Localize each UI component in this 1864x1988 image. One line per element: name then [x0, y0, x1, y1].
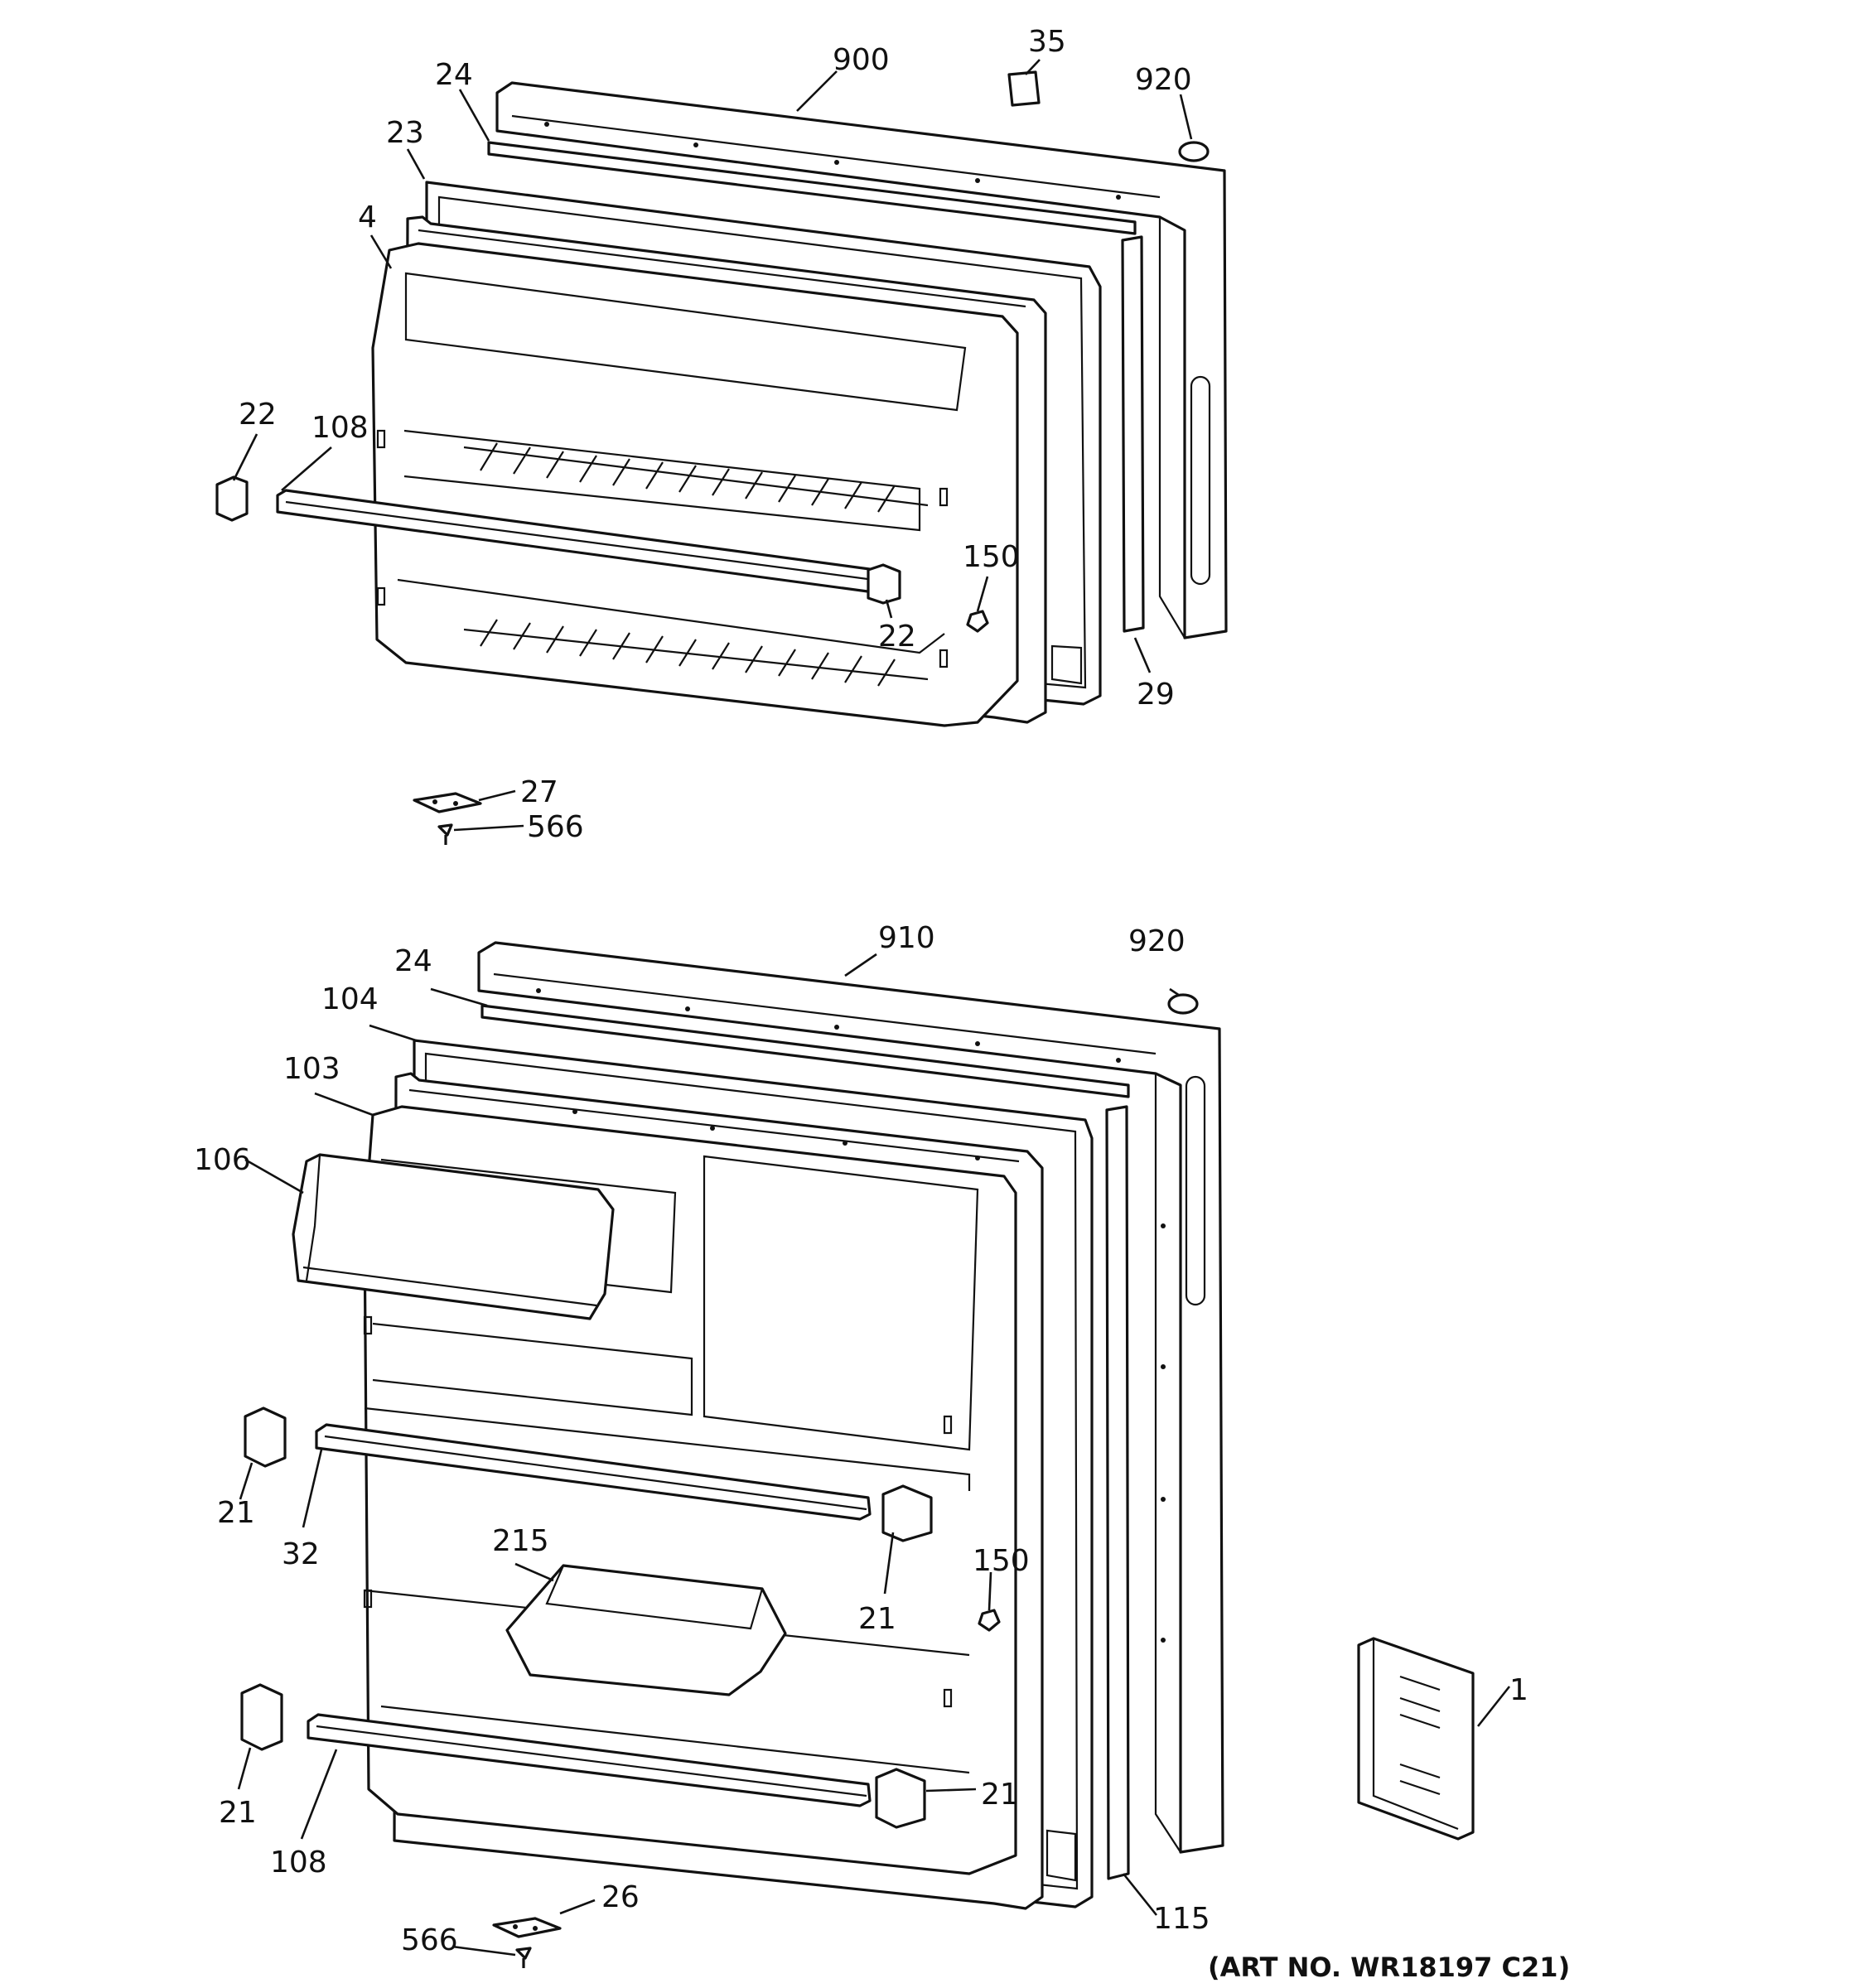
callout-22-left: 22 [239, 398, 277, 432]
callout-150-top: 150 [963, 540, 1020, 574]
callout-566-top: 566 [527, 810, 584, 844]
callout-215: 215 [492, 1524, 549, 1558]
bracket-22-right [867, 563, 901, 605]
screw-566 [437, 823, 453, 845]
callout-910: 910 [878, 921, 935, 955]
bottom-leader-lines [237, 953, 1511, 1957]
callout-27: 27 [520, 775, 558, 809]
small-square-part-35 [1007, 70, 1041, 107]
fresh-food-door-assembly [240, 941, 1475, 1968]
screw-150-bottom [978, 1609, 1001, 1632]
callout-21-lower-right: 21 [981, 1778, 1019, 1812]
callout-29: 29 [1137, 678, 1175, 712]
screw-150 [966, 610, 989, 633]
callout-4: 4 [358, 200, 377, 234]
dairy-door-106 [292, 1153, 615, 1320]
freezer-door-inner-shell [371, 242, 1019, 727]
gasket-strip-24 [487, 141, 1137, 235]
callout-23: 23 [386, 116, 424, 150]
gasket-strip-24-bottom [480, 1004, 1130, 1098]
callout-26: 26 [601, 1880, 640, 1914]
callout-108-top: 108 [311, 411, 369, 445]
bracket-22-left [215, 475, 249, 522]
vertical-strip-115 [1105, 1105, 1130, 1880]
top-leader-lines [232, 59, 1193, 832]
bracket-21-upper-right [881, 1484, 933, 1542]
bracket-21-lower-left [240, 1683, 283, 1751]
callout-566-bottom: 566 [401, 1923, 458, 1957]
callout-150-bottom: 150 [973, 1544, 1030, 1578]
callout-108-bottom: 108 [270, 1846, 327, 1879]
callout-900: 900 [833, 43, 890, 77]
callout-21-upper-right: 21 [858, 1602, 896, 1636]
callout-24-bottom: 24 [394, 944, 432, 978]
shelf-bin-215 [505, 1564, 787, 1696]
callout-21-upper-left: 21 [217, 1496, 255, 1530]
callout-920-top: 920 [1135, 63, 1192, 97]
freezer-door-assembly [215, 70, 1228, 845]
callout-1: 1 [1509, 1673, 1528, 1707]
plug-920-bottom [1167, 993, 1199, 1015]
vertical-strip-29 [1121, 235, 1145, 633]
callout-115: 115 [1153, 1902, 1210, 1936]
outer-door-panel-910 [477, 941, 1224, 1854]
art-number: (ART NO. WR18197 C21) [1208, 1952, 1570, 1983]
plug-920 [1178, 141, 1210, 162]
callout-103: 103 [283, 1052, 340, 1086]
bracket-21-upper-left [244, 1407, 287, 1468]
bracket-21-lower-right [875, 1768, 926, 1829]
callout-35: 35 [1028, 25, 1066, 59]
outer-door-panel-900 [495, 81, 1228, 639]
callout-32: 32 [282, 1537, 320, 1571]
callout-106: 106 [194, 1143, 251, 1177]
hinge-plate-26 [492, 1917, 562, 1938]
callout-104: 104 [321, 982, 379, 1016]
callout-24-top: 24 [435, 58, 473, 92]
callout-21-lower-left: 21 [219, 1796, 257, 1830]
hinge-plate-27 [413, 792, 482, 813]
callout-920-bottom: 920 [1128, 924, 1186, 958]
owner-manual-1 [1357, 1637, 1475, 1841]
callout-22-right: 22 [878, 620, 916, 654]
screw-566-bottom [515, 1947, 532, 1968]
